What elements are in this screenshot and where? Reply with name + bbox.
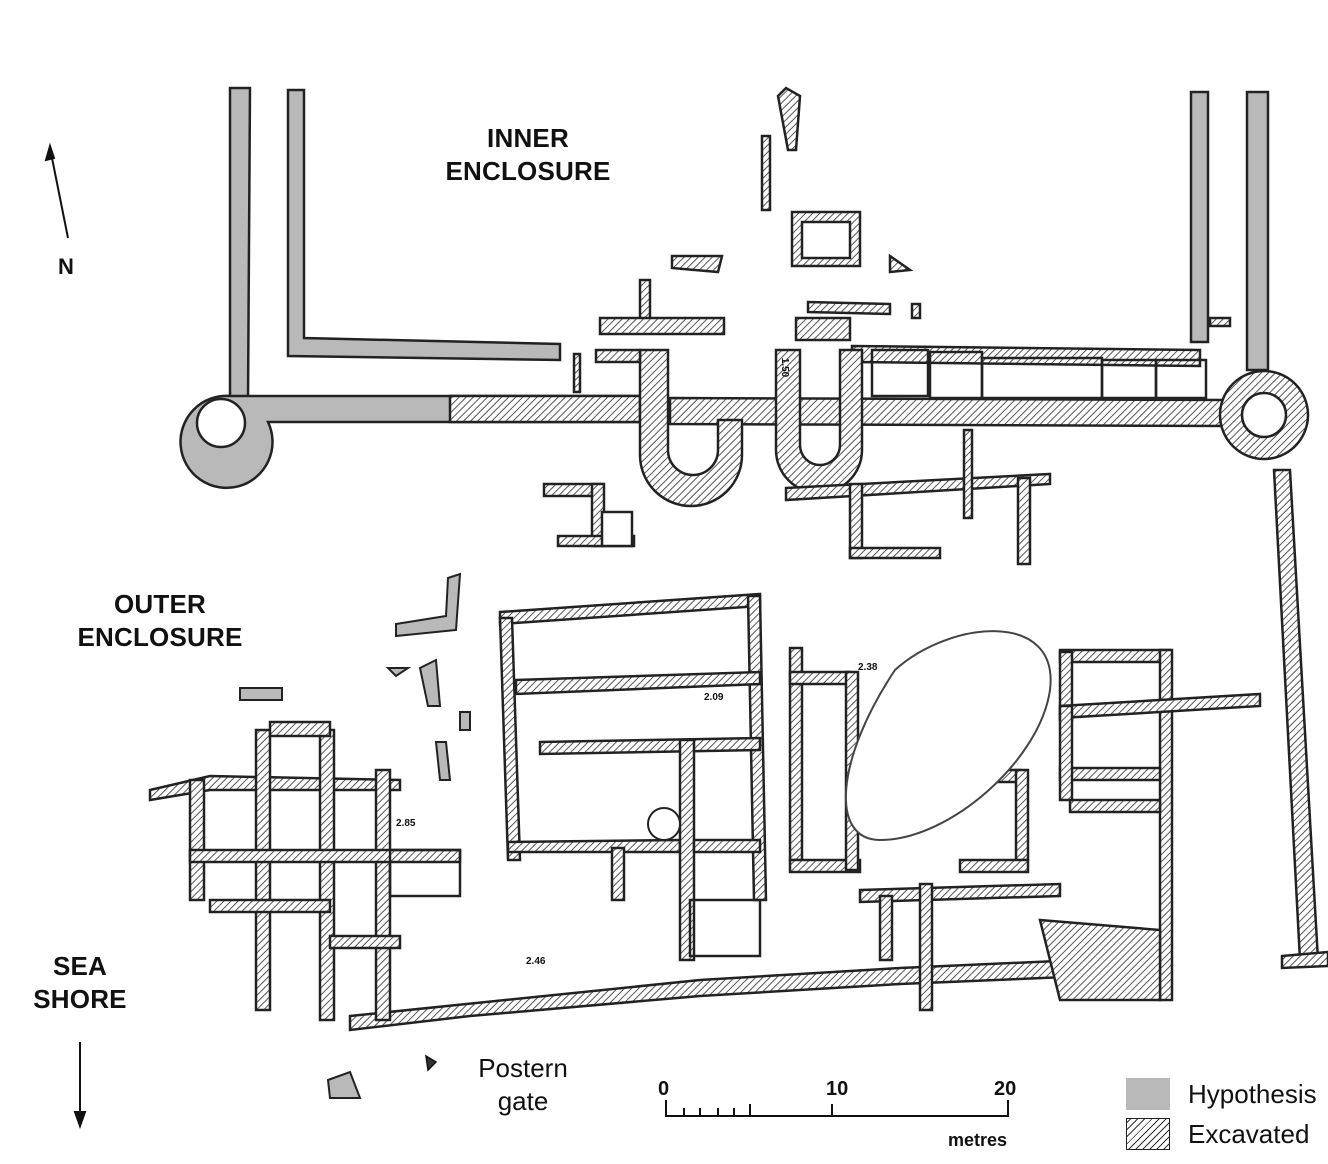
hypothesis-swatch bbox=[1126, 1078, 1170, 1110]
scale-unit: metres bbox=[948, 1130, 1008, 1150]
outer-hypothesis-fragments bbox=[239, 572, 471, 1099]
well-circle bbox=[647, 807, 681, 841]
legend-excavated: Excavated bbox=[1126, 1118, 1309, 1150]
inner-enclosure-label: INNER ENCLOSURE bbox=[445, 123, 611, 186]
legend-label: Hypothesis bbox=[1188, 1078, 1317, 1109]
north-label: N bbox=[57, 254, 75, 279]
excavated-swatch bbox=[1126, 1118, 1170, 1150]
postern-gate-label: Postern gate bbox=[478, 1053, 568, 1116]
postern-gate-marker-icon bbox=[425, 1054, 438, 1072]
sea-shore-arrow-icon bbox=[73, 1042, 87, 1129]
spot-height: 2.85 bbox=[396, 818, 416, 829]
spot-height: 2.09 bbox=[704, 692, 724, 703]
middle-buildings bbox=[542, 428, 1052, 566]
north-arrow-icon bbox=[44, 142, 69, 239]
spot-height: 2.46 bbox=[526, 956, 546, 967]
wall-fragments-north bbox=[572, 86, 1232, 394]
outer-enclosure-label: OUTER ENCLOSURE bbox=[77, 589, 243, 652]
scale-tick-10: 10 bbox=[826, 1078, 849, 1100]
legend-hypothesis: Hypothesis bbox=[1126, 1078, 1317, 1110]
outer-east-wall bbox=[1272, 468, 1328, 970]
legend-label: Excavated bbox=[1188, 1118, 1310, 1149]
sea-shore-label: SEA SHORE bbox=[33, 951, 127, 1014]
oval-disturbance bbox=[844, 630, 1052, 842]
scale-tick-20: 20 bbox=[994, 1078, 1017, 1100]
spot-height: 1.50 bbox=[779, 357, 791, 378]
outer-enclosure-buildings bbox=[148, 592, 1262, 1032]
inner-wall-excavated bbox=[448, 344, 1310, 508]
scale-tick-0: 0 bbox=[658, 1078, 670, 1100]
scale-bar bbox=[665, 1100, 1009, 1117]
spot-height: 2.38 bbox=[858, 662, 878, 673]
